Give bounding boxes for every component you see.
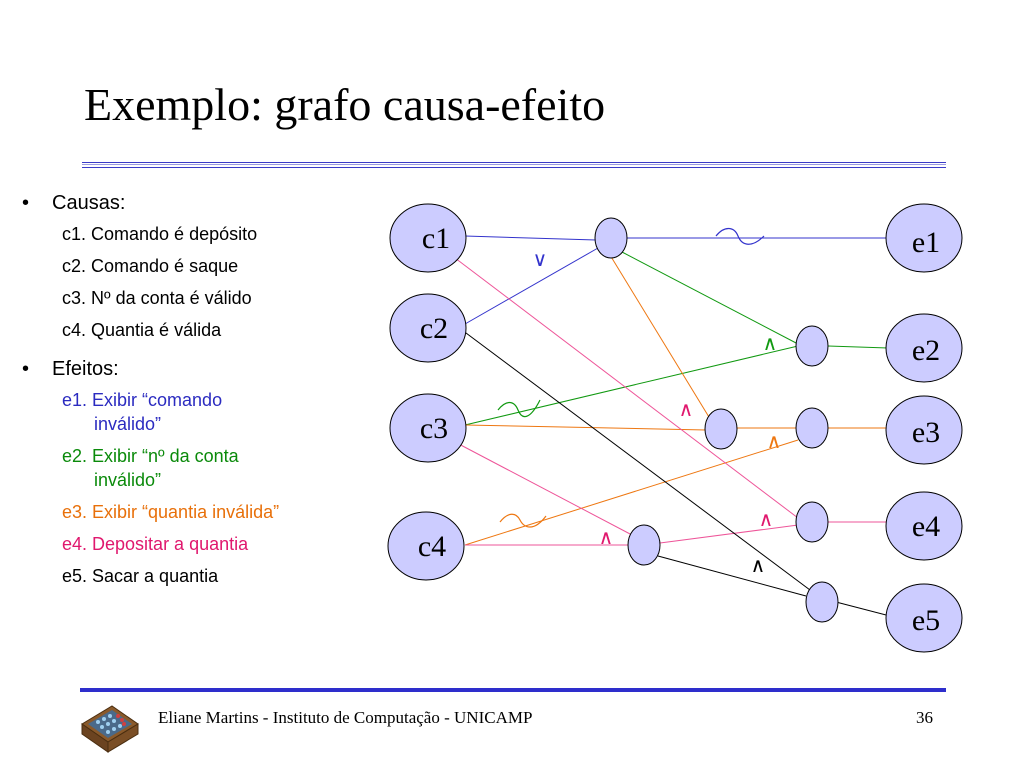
- intermediate-node-and-e4: [795, 501, 829, 543]
- edge-or-and2: [621, 251, 799, 345]
- intermediate-node-or: [594, 217, 628, 259]
- slide-title: Exemplo: grafo causa-efeito: [84, 79, 606, 130]
- page-number: 36: [916, 708, 933, 727]
- effect-node-label-e4: e4: [912, 510, 940, 543]
- or-operator-label: ∨: [533, 247, 548, 271]
- intermediate-node-and-e5: [805, 581, 839, 623]
- causes-heading: •Causas:: [22, 192, 126, 214]
- edge-c2-or: [464, 247, 599, 325]
- effect-node-e3: [885, 395, 963, 465]
- effect-node-e4: [885, 491, 963, 561]
- effect-item-e2: e2. Exibir “nº da conta inválido”: [62, 446, 239, 490]
- edge-andc-and4: [659, 524, 799, 544]
- cause-item-c4: c4. Quantia é válida: [62, 320, 222, 340]
- intermediate-node-and-c: [627, 524, 661, 566]
- effect-node-e1: [885, 203, 963, 273]
- effect-node-label-e1: e1: [912, 226, 940, 259]
- negation-squiggle-e1: [715, 227, 765, 245]
- cause-node-c2: [389, 293, 467, 363]
- effect-node-label-e5: e5: [912, 604, 940, 637]
- bullet-dot-icon: •: [22, 192, 30, 214]
- cause-item-c2: c2. Comando é saque: [62, 256, 239, 276]
- edge-andc-and5: [657, 555, 807, 597]
- intermediate-node-and-e2: [795, 325, 829, 367]
- edge-c3-andc: [454, 441, 633, 536]
- effect-item-e1: e1. Exibir “comando inválido”: [62, 390, 223, 434]
- title-divider: [82, 162, 946, 168]
- and-operator-label-e2: ∧: [763, 331, 778, 355]
- cause-node-label-c4: c4: [418, 530, 446, 563]
- cause-item-c3: c3. Nº da conta é válido: [62, 288, 252, 308]
- footer-divider: [80, 688, 946, 692]
- edge-c1-or: [464, 235, 597, 241]
- intermediate-node-and-e3: [795, 407, 829, 449]
- and-operator-label-e3a: ∧: [679, 397, 694, 421]
- legend-column: •Causas: c1. Comando é depósito c2. Coma…: [22, 190, 332, 596]
- cause-node-label-c1: c1: [422, 222, 450, 255]
- cause-node-c4: [387, 511, 465, 581]
- effect-node-e5: [885, 583, 963, 653]
- effect-node-e2: [885, 313, 963, 383]
- effect-node-label-e2: e2: [912, 334, 940, 367]
- and-operator-label-e4: ∧: [759, 507, 774, 531]
- bullet-dot-icon: •: [22, 358, 30, 380]
- edge-c3-and2: [464, 345, 799, 426]
- edge-or-and3a: [609, 254, 713, 423]
- edge-and2-e2: [827, 345, 889, 349]
- cause-node-c1: [389, 203, 467, 273]
- cause-item-c1: c1. Comando é depósito: [62, 224, 258, 244]
- edge-c1-and4: [454, 257, 799, 519]
- negation-squiggle-e3: [499, 513, 547, 528]
- and-operator-label-e3: ∧: [767, 429, 782, 453]
- footer-text: Eliane Martins - Instituto de Computação…: [158, 708, 533, 727]
- edge-c2-and5: [461, 329, 811, 591]
- cause-node-label-c3: c3: [420, 412, 448, 445]
- edge-c3-and3a: [464, 424, 707, 431]
- negation-squiggle-e2: [497, 399, 541, 418]
- abacus-logo-icon: [81, 705, 139, 753]
- edge-c4-and3: [464, 439, 799, 546]
- effect-item-e5: e5. Sacar a quantia: [62, 566, 219, 586]
- and-operator-label-c: ∧: [599, 525, 614, 549]
- cause-node-label-c2: c2: [420, 312, 448, 345]
- cause-node-c3: [389, 393, 467, 463]
- intermediate-node-and-e3a: [704, 408, 738, 450]
- edge-and5-e5: [835, 601, 891, 617]
- effect-item-e3: e3. Exibir “quantia inválida”: [62, 502, 280, 522]
- effect-item-e4: e4. Depositar a quantia: [62, 534, 249, 554]
- and-operator-label-e5: ∧: [751, 553, 766, 577]
- effects-heading: •Efeitos:: [22, 358, 119, 380]
- effect-node-label-e3: e3: [912, 416, 940, 449]
